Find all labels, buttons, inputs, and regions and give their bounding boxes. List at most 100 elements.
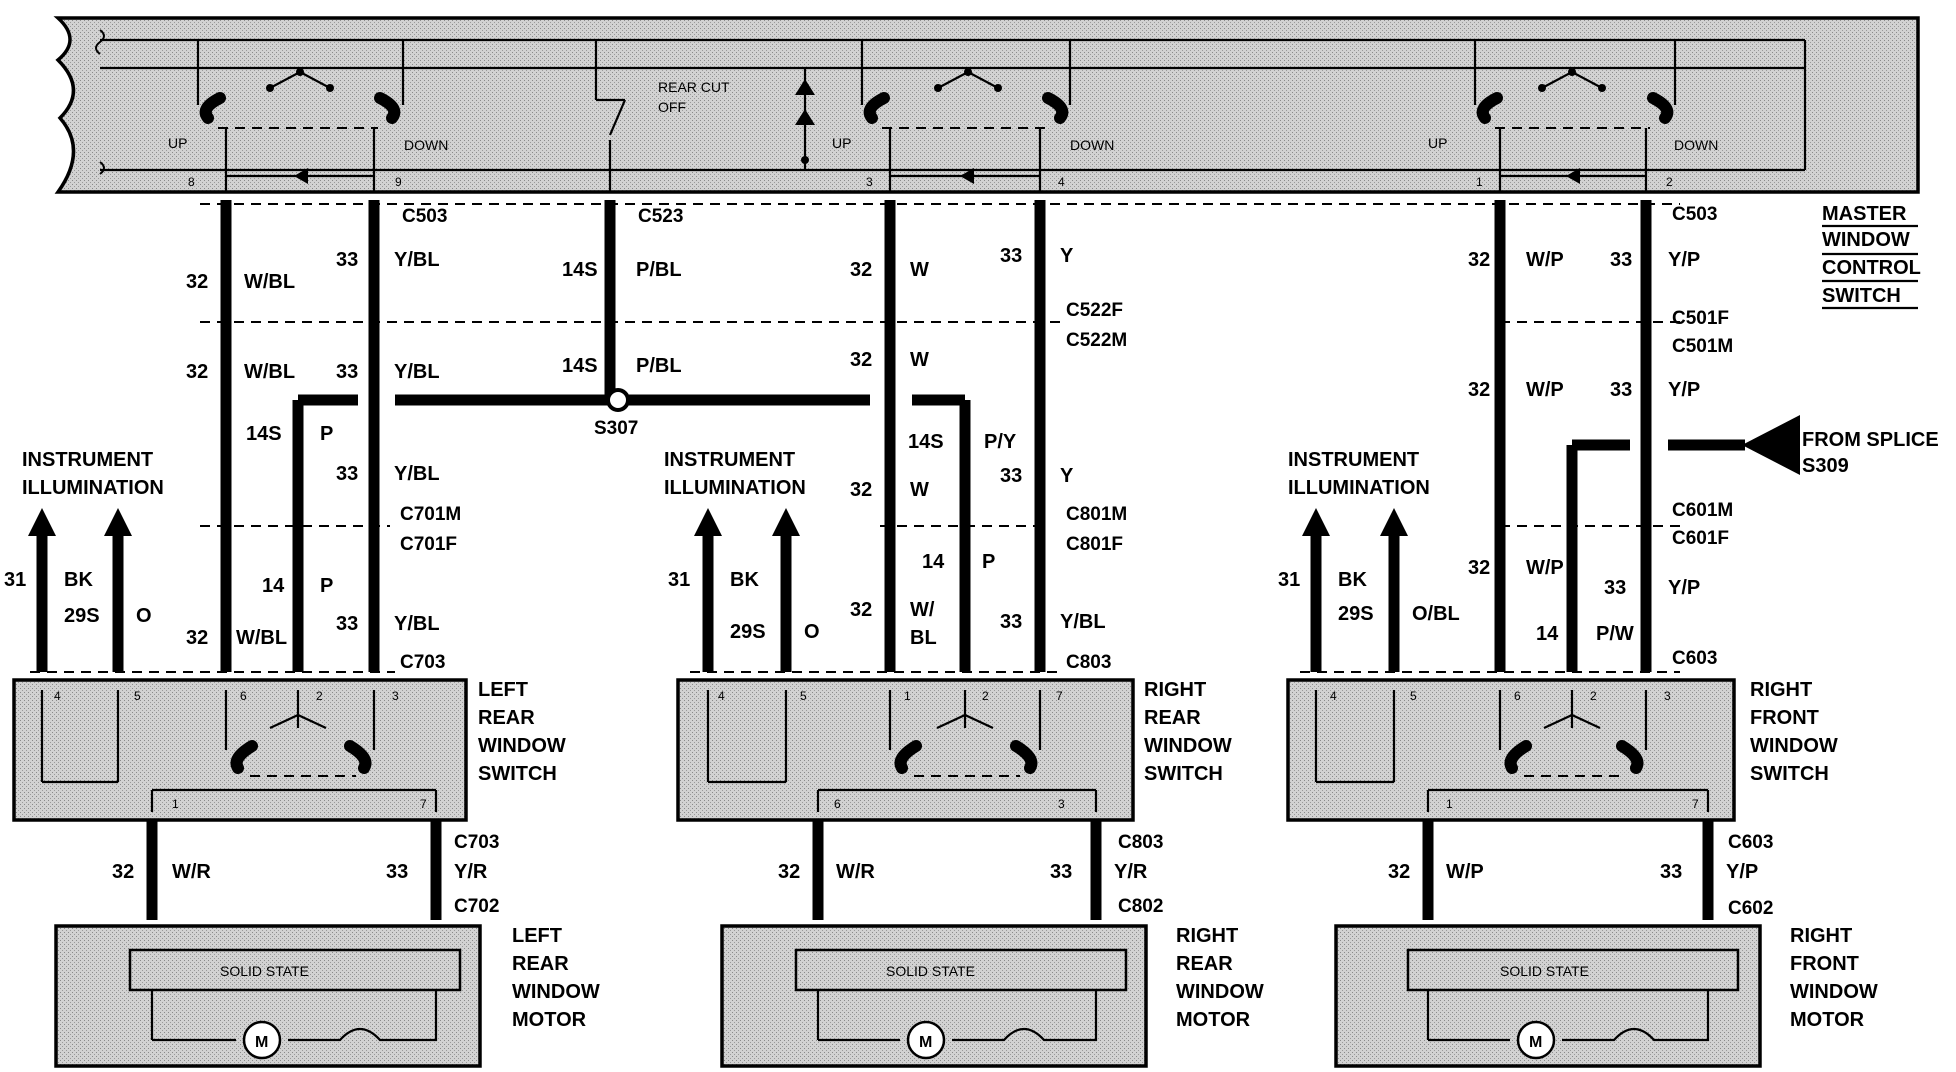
- right-up-color-2: W/P: [1526, 379, 1564, 401]
- master-pin-9: 9: [395, 175, 402, 189]
- mid-switch-pin-6: 6: [834, 797, 841, 811]
- master-title-3: CONTROL: [1822, 257, 1921, 279]
- mid-motor-title-2: REAR: [1176, 953, 1233, 975]
- right-connector-c501m: C501M: [1672, 336, 1733, 357]
- right-up-color-1: W/P: [1526, 249, 1564, 271]
- left-solid-state: SOLID STATE: [220, 963, 309, 979]
- mid-switch-pin-1: 1: [904, 689, 911, 703]
- mid-motor-up-color: W/R: [836, 861, 875, 883]
- mid-down-color-1: Y: [1060, 245, 1074, 267]
- mid-motor-up-circuit: 32: [778, 861, 800, 883]
- left-feed-circuit: 14S: [246, 423, 282, 445]
- right-switch-pin-6: 6: [1514, 689, 1521, 703]
- left-switch-pin-3: 3: [392, 689, 399, 703]
- svg-text:M: M: [255, 1034, 268, 1051]
- left-up-color-1: W/BL: [244, 271, 295, 293]
- from-splice-line-1: FROM SPLICE: [1802, 429, 1939, 451]
- left-down-circuit-4: 33: [336, 613, 358, 635]
- mid-switch-title-2: REAR: [1144, 707, 1201, 729]
- center-feed-color-1: P/BL: [636, 259, 682, 281]
- left-motor-down-circuit: 33: [386, 861, 408, 883]
- left-down-color-2: Y/BL: [394, 361, 440, 383]
- left-switch-pin-2: 2: [316, 689, 323, 703]
- center-connector-c523: C523: [638, 206, 683, 227]
- master-up-label-3: UP: [1428, 135, 1447, 151]
- mid-connector-c522f: C522F: [1066, 300, 1123, 321]
- right-down-circuit-1: 33: [1610, 249, 1632, 271]
- mid-illum2-color: O: [804, 621, 820, 643]
- right-motor-title-3: WINDOW: [1790, 981, 1878, 1003]
- mid-motor-title-4: MOTOR: [1176, 1009, 1251, 1031]
- left-connector-c702: C702: [454, 896, 499, 917]
- center-feed-circuit-2: 14S: [562, 355, 598, 377]
- master-pin-3: 3: [866, 175, 873, 189]
- right-down-color-3: Y/P: [1668, 577, 1700, 599]
- mid-motor-down-circuit: 33: [1050, 861, 1072, 883]
- center-feed-circuit-1: 14S: [562, 259, 598, 281]
- left-motor-title-3: WINDOW: [512, 981, 600, 1003]
- master-title-4: SWITCH: [1822, 285, 1901, 307]
- right-motor-down-circuit: 33: [1660, 861, 1682, 883]
- splice-marker-a: A: [1800, 433, 1812, 450]
- mid-switch-title-3: WINDOW: [1144, 735, 1232, 757]
- left-connector-c701m: C701M: [400, 504, 461, 525]
- mid-switch-up-color-1: W/: [910, 599, 935, 621]
- left-illum2-circuit: 29S: [64, 605, 100, 627]
- right-connector-c602: C602: [1728, 898, 1773, 919]
- left-up-circuit-2: 32: [186, 361, 208, 383]
- right-illum-line-2: ILLUMINATION: [1288, 477, 1430, 499]
- mid-motor-title-3: WINDOW: [1176, 981, 1264, 1003]
- right-solid-state: SOLID STATE: [1500, 963, 1589, 979]
- mid-switch-title-1: RIGHT: [1144, 679, 1206, 701]
- right-illum2-color: O/BL: [1412, 603, 1460, 625]
- mid-up-circuit-3: 32: [850, 479, 872, 501]
- left-down-color-4: Y/BL: [394, 613, 440, 635]
- left-illum-line-2: ILLUMINATION: [22, 477, 164, 499]
- right-switch-title-3: WINDOW: [1750, 735, 1838, 757]
- mid-switch-up-color-2: BL: [910, 627, 937, 649]
- left-feed-low-circuit: 14: [262, 575, 285, 597]
- right-illum2-circuit: 29S: [1338, 603, 1374, 625]
- right-motor-title-1: RIGHT: [1790, 925, 1852, 947]
- master-down-label-1: DOWN: [404, 137, 448, 153]
- left-up-color-2: W/BL: [244, 361, 295, 383]
- mid-switch-down-color: Y/BL: [1060, 611, 1106, 633]
- right-connector-c501f: C501F: [1672, 308, 1729, 329]
- right-switch-title-1: RIGHT: [1750, 679, 1812, 701]
- mid-connector-c803-b: C803: [1118, 832, 1163, 853]
- left-column-wiring: M: [12, 200, 870, 1068]
- master-window-control-switch: UP DOWN 8 9 REAR CUT OFF UP DOWN 3 4: [53, 16, 1921, 310]
- right-switch-title-4: SWITCH: [1750, 763, 1829, 785]
- mid-up-circuit-2: 32: [850, 349, 872, 371]
- mid-feed-low-color: P: [982, 551, 995, 573]
- mid-up-color-1: W: [910, 259, 929, 281]
- right-motor-up-color: W/P: [1446, 861, 1484, 883]
- mid-connector-c802: C802: [1118, 896, 1163, 917]
- left-column-labels: C503 32 W/BL 33 Y/BL 32 W/BL 33 Y/BL 14S…: [4, 206, 600, 1031]
- mid-down-circuit-1: 33: [1000, 245, 1022, 267]
- right-feed-low-color: P/W: [1596, 623, 1634, 645]
- mid-feed-low-circuit: 14: [922, 551, 945, 573]
- mid-switch-pin-3: 3: [1058, 797, 1065, 811]
- right-switch-pin-7: 7: [1692, 797, 1699, 811]
- mid-switch-pin-4: 4: [718, 689, 725, 703]
- left-motor-title-2: REAR: [512, 953, 569, 975]
- mid-switch-title-4: SWITCH: [1144, 763, 1223, 785]
- left-up-color-3: W/BL: [236, 627, 287, 649]
- left-switch-title-4: SWITCH: [478, 763, 557, 785]
- master-title-2: WINDOW: [1822, 229, 1910, 251]
- left-switch-pin-4: 4: [54, 689, 61, 703]
- left-motor-up-circuit: 32: [112, 861, 134, 883]
- middle-column-labels: 32 W 33 Y C522F C522M 32 W 14S P/Y 32 W …: [664, 245, 1264, 1031]
- mid-switch-pin-5: 5: [800, 689, 807, 703]
- rear-cut-off-label-1: REAR CUT: [658, 79, 730, 95]
- right-connector-c603: C603: [1672, 648, 1717, 669]
- svg-text:M: M: [1529, 1034, 1542, 1051]
- left-up-circuit-1: 32: [186, 271, 208, 293]
- master-pin-4: 4: [1058, 175, 1065, 189]
- rear-cut-off-label-2: OFF: [658, 99, 686, 115]
- mid-connector-c522m: C522M: [1066, 330, 1127, 351]
- mid-switch-pin-2: 2: [982, 689, 989, 703]
- mid-up-color-3: W: [910, 479, 929, 501]
- right-illum-line-1: INSTRUMENT: [1288, 449, 1419, 471]
